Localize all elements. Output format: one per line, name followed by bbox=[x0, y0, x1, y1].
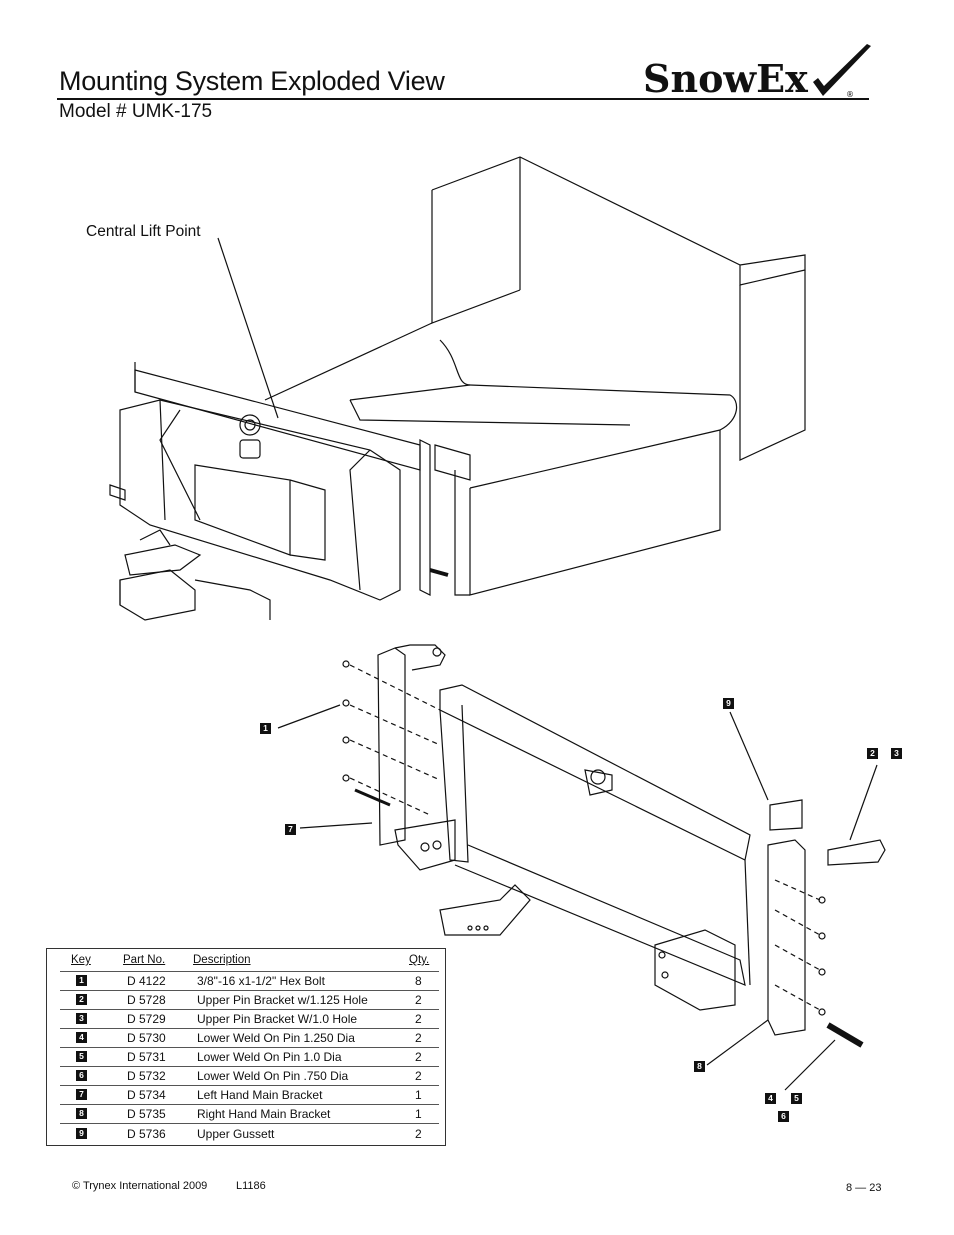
row-qty: 2 bbox=[415, 1069, 422, 1083]
row-qty: 1 bbox=[415, 1088, 422, 1102]
row-part-no: D 5731 bbox=[127, 1050, 166, 1064]
row-key: 2 bbox=[76, 994, 87, 1005]
row-description: Lower Weld On Pin 1.250 Dia bbox=[197, 1031, 355, 1045]
truck-bed bbox=[264, 156, 806, 596]
row-qty: 1 bbox=[415, 1107, 422, 1121]
callout-key-4: 4 bbox=[765, 1093, 776, 1104]
row-qty: 2 bbox=[415, 1050, 422, 1064]
row-description: Lower Weld On Pin 1.0 Dia bbox=[197, 1050, 342, 1064]
table-row: 6 D 5732 Lower Weld On Pin .750 Dia 2 bbox=[47, 1067, 445, 1086]
snowex-logo: SnowEx ® bbox=[643, 42, 873, 102]
svg-text:®: ® bbox=[846, 90, 854, 99]
logo-checkmark-icon: SnowEx ® bbox=[643, 44, 871, 101]
row-description: Right Hand Main Bracket bbox=[197, 1107, 331, 1121]
row-description: Upper Gussett bbox=[197, 1127, 275, 1141]
callout-key-7: 7 bbox=[285, 824, 296, 835]
row-description: Lower Weld On Pin .750 Dia bbox=[197, 1069, 349, 1083]
page-number: 8 — 23 bbox=[846, 1182, 882, 1194]
page-title: Mounting System Exploded View bbox=[59, 66, 445, 96]
row-description: 3/8"-16 x1-1/2" Hex Bolt bbox=[197, 974, 325, 988]
table-row: 8 D 5735 Right Hand Main Bracket 1 bbox=[47, 1105, 445, 1124]
row-part-no: D 5736 bbox=[127, 1127, 166, 1141]
plow-assembly bbox=[109, 362, 471, 601]
central-lift-point-label: Central Lift Point bbox=[86, 223, 201, 240]
row-key: 7 bbox=[76, 1089, 87, 1100]
header-qty: Qty. bbox=[409, 954, 430, 966]
row-key: 5 bbox=[76, 1051, 87, 1062]
row-part-no: D 5734 bbox=[127, 1088, 166, 1102]
row-part-no: D 5732 bbox=[127, 1069, 166, 1083]
row-key: 3 bbox=[76, 1013, 87, 1024]
row-part-no: D 4122 bbox=[127, 974, 166, 988]
row-key: 4 bbox=[76, 1032, 87, 1043]
headlight-bracket bbox=[119, 529, 271, 621]
table-row: 3 D 5729 Upper Pin Bracket W/1.0 Hole 2 bbox=[47, 1010, 445, 1029]
model-number: Model # UMK-175 bbox=[59, 101, 213, 122]
row-qty: 2 bbox=[415, 1012, 422, 1026]
table-row: 9 D 5736 Upper Gussett 2 bbox=[47, 1125, 445, 1144]
header-divider bbox=[60, 971, 439, 972]
header-rule bbox=[57, 98, 869, 100]
table-row: 4 D 5730 Lower Weld On Pin 1.250 Dia 2 bbox=[47, 1029, 445, 1048]
parts-table: Key Part No. Description Qty. 1 D 4122 3… bbox=[46, 948, 446, 1146]
row-part-no: D 5728 bbox=[127, 993, 166, 1007]
callout-key-1: 1 bbox=[260, 723, 271, 734]
row-description: Upper Pin Bracket W/1.0 Hole bbox=[197, 1012, 358, 1026]
exploded-mount-assembly bbox=[277, 644, 886, 1091]
callout-key-9: 9 bbox=[723, 698, 734, 709]
row-qty: 2 bbox=[415, 1031, 422, 1045]
header-key: Key bbox=[71, 954, 91, 966]
row-part-no: D 5730 bbox=[127, 1031, 166, 1045]
row-key: 6 bbox=[76, 1070, 87, 1081]
row-key: 8 bbox=[76, 1108, 87, 1119]
table-row: 5 D 5731 Lower Weld On Pin 1.0 Dia 2 bbox=[47, 1048, 445, 1067]
row-qty: 2 bbox=[415, 993, 422, 1007]
row-qty: 2 bbox=[415, 1127, 422, 1141]
callout-key-8: 8 bbox=[694, 1061, 705, 1072]
copyright-text: © Trynex International 2009 bbox=[72, 1180, 208, 1192]
central-lift-leader bbox=[217, 237, 279, 419]
callout-key-3: 3 bbox=[891, 748, 902, 759]
row-key: 1 bbox=[76, 975, 87, 986]
callout-key-5: 5 bbox=[791, 1093, 802, 1104]
row-description: Upper Pin Bracket w/1.125 Hole bbox=[197, 993, 368, 1007]
row-key: 9 bbox=[76, 1128, 87, 1139]
logo-wordmark: SnowEx bbox=[643, 56, 808, 101]
callout-key-6: 6 bbox=[778, 1111, 789, 1122]
row-qty: 8 bbox=[415, 974, 422, 988]
table-row: 7 D 5734 Left Hand Main Bracket 1 bbox=[47, 1086, 445, 1105]
row-description: Left Hand Main Bracket bbox=[197, 1088, 323, 1102]
document-number: L1186 bbox=[236, 1180, 266, 1192]
row-part-no: D 5729 bbox=[127, 1012, 166, 1026]
header-part-no: Part No. bbox=[123, 954, 166, 966]
table-row: 2 D 5728 Upper Pin Bracket w/1.125 Hole … bbox=[47, 991, 445, 1010]
table-row: 1 D 4122 3/8"-16 x1-1/2" Hex Bolt 8 bbox=[47, 972, 445, 991]
row-part-no: D 5735 bbox=[127, 1107, 166, 1121]
header-description: Description bbox=[193, 954, 251, 966]
callout-key-2: 2 bbox=[867, 748, 878, 759]
parts-table-header: Key Part No. Description Qty. bbox=[47, 954, 445, 970]
